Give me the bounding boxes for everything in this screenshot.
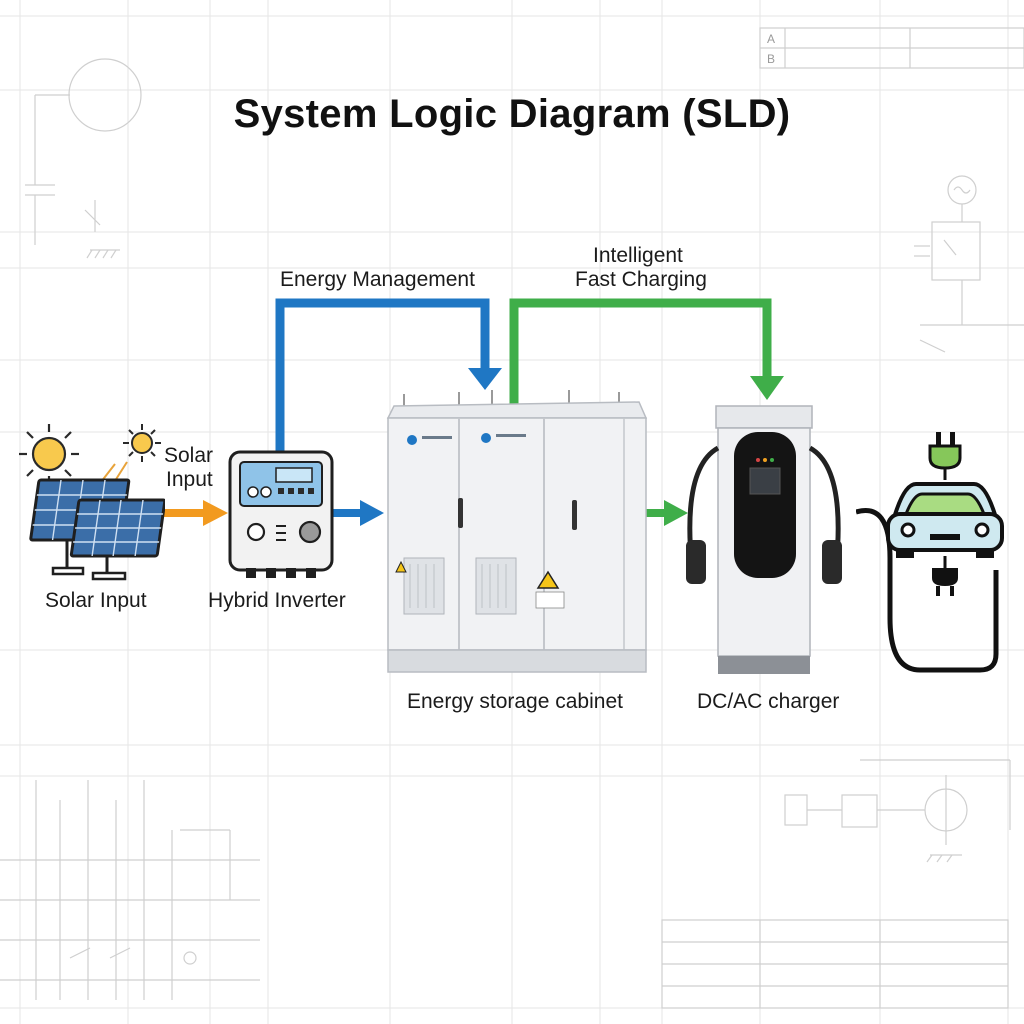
solar-beam-label-line2: Input [166, 468, 213, 491]
plug-bottom-icon [932, 556, 958, 596]
dc-ac-charger-label: DC/AC charger [697, 690, 840, 713]
solar-beam-label-line1: Solar [164, 444, 214, 467]
cabinet-to-charger-arrow [646, 500, 688, 526]
solar-panel-icon [19, 424, 165, 581]
solar-input-label: Solar Input [45, 589, 147, 612]
electric-vehicle-icon [856, 432, 1004, 673]
hybrid-inverter-label: Hybrid Inverter [208, 589, 346, 612]
energy-management-arrow [275, 298, 502, 455]
dc-ac-charger-icon [686, 405, 842, 674]
inverter-to-cabinet-arrow [332, 500, 384, 526]
plug-top-icon [928, 432, 962, 480]
energy-management-label: Energy Management [280, 268, 475, 291]
diagram-title: System Logic Diagram (SLD) [233, 92, 791, 136]
grid-table-row-b: B [767, 52, 776, 66]
fast-charging-label-line2: Fast Charging [575, 268, 707, 291]
grid-table-row-a: A [767, 32, 776, 46]
hybrid-inverter-icon [228, 450, 334, 578]
fast-charging-label-line1: Intelligent [593, 244, 683, 267]
fast-charging-arrow [509, 298, 784, 405]
energy-storage-cabinet-label: Energy storage cabinet [407, 690, 623, 713]
energy-storage-cabinet-icon [386, 390, 648, 673]
